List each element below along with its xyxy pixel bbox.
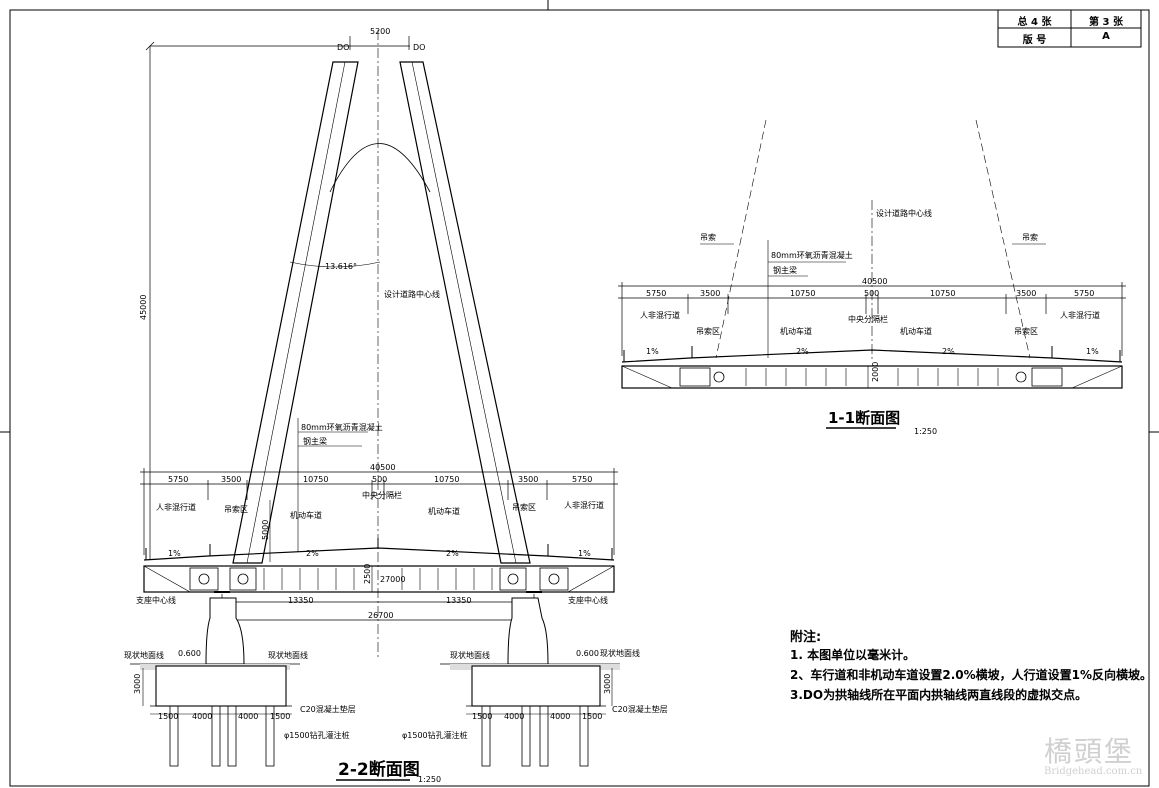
width-11-1: 3500	[700, 289, 720, 298]
title-block	[997, 9, 1142, 48]
girder-label-11: 钢主梁	[773, 265, 797, 275]
pavement-label-11: 80mm环氧沥青混凝土	[771, 250, 853, 260]
width-11-0: 5750	[646, 289, 666, 298]
version-value: A	[1102, 31, 1110, 42]
lane-sidewalk-right-11: 人非混行道	[1060, 310, 1100, 320]
slope-22-right-road: 2%	[446, 549, 459, 558]
slope-11-left-walk: 1%	[646, 347, 659, 356]
sheet-number: 第 3 张	[1089, 17, 1123, 28]
pile-note-left: φ1500钻孔灌注桩	[284, 730, 350, 740]
lane-median-11: 中央分隔栏	[848, 314, 888, 324]
ground-label-right-inner: 现状地面线	[450, 650, 490, 660]
road-centerline-label-22: 设计道路中心线	[384, 289, 440, 299]
ground-label-right-outer: 现状地面线	[600, 648, 640, 658]
total-sheets: 总 4 张	[1017, 17, 1052, 28]
sheet-border	[9, 9, 1150, 787]
girder-label-22: 钢主梁	[303, 436, 327, 446]
width-22-3: 500	[372, 475, 387, 484]
lane-anchor-left-22: 吊索区	[224, 504, 248, 514]
section-22-scale: 1:250	[418, 775, 441, 784]
inner-width-dim: 27000	[380, 575, 405, 584]
width-22-1: 3500	[221, 475, 241, 484]
version-label: 版 号	[1022, 35, 1047, 46]
hanger-label-left: 吊索	[700, 232, 716, 242]
slope-22-right-walk: 1%	[578, 549, 591, 558]
girder-height-11: 2000	[871, 362, 880, 382]
pavement-label-22: 80mm环氧沥青混凝土	[301, 422, 383, 432]
bearing-label-right: 支座中心线	[568, 595, 608, 605]
width-11-4: 10750	[930, 289, 955, 298]
slope-22-left-walk: 1%	[168, 549, 181, 558]
clearance-dim: 5000	[261, 520, 270, 540]
width-22-2: 10750	[303, 475, 328, 484]
width-11-5: 3500	[1016, 289, 1036, 298]
lane-median-22: 中央分隔栏	[362, 490, 402, 500]
slope-22-left-road: 2%	[306, 549, 319, 558]
width-22-5: 3500	[518, 475, 538, 484]
do-label-right: DO	[413, 43, 425, 52]
width-11-3: 500	[864, 289, 879, 298]
cap-height-right: 3000	[603, 674, 612, 694]
pile-spacing-l-1: 4000	[192, 712, 212, 721]
top-spacing-dim: 5200	[370, 27, 390, 36]
watermark-brand: 橋頭堡	[1044, 735, 1135, 768]
note-item-1: 1. 本图单位以毫米计。	[790, 648, 916, 662]
slope-11-left-road: 2%	[796, 347, 809, 356]
lane-anchor-right-11: 吊索区	[1014, 326, 1038, 336]
do-label-left: DO	[337, 43, 349, 52]
lane-anchor-left-11: 吊索区	[696, 326, 720, 336]
ground-elev-right: 0.600	[576, 649, 599, 658]
pile-spacing-r-2: 4000	[550, 712, 570, 721]
lane-sidewalk-left-11: 人非混行道	[640, 310, 680, 320]
section-1-1	[618, 119, 1126, 429]
lane-anchor-right-22: 吊索区	[512, 502, 536, 512]
cap-height-left: 3000	[133, 674, 142, 694]
angle-label: 13.616°	[325, 262, 357, 271]
pile-note-right: φ1500钻孔灌注桩	[402, 730, 468, 740]
lane-sidewalk-right-22: 人非混行道	[564, 500, 604, 510]
ground-label-left-outer: 现状地面线	[124, 650, 164, 660]
bearing-total: 26700	[368, 611, 393, 620]
width-11-6: 5750	[1074, 289, 1094, 298]
total-width-22: 40500	[370, 463, 395, 472]
ground-elev-left: 0.600	[178, 649, 201, 658]
width-22-4: 10750	[434, 475, 459, 484]
width-22-6: 5750	[572, 475, 592, 484]
bearing-half-right: 13350	[446, 596, 471, 605]
section-2-2	[130, 30, 620, 781]
total-width-11: 40500	[862, 277, 887, 286]
notes-heading: 附注:	[790, 630, 822, 645]
width-11-2: 10750	[790, 289, 815, 298]
lane-motor-left-22: 机动车道	[290, 510, 322, 520]
tower-height-dim: 45000	[139, 295, 148, 320]
lane-motor-right-22: 机动车道	[428, 506, 460, 516]
pile-spacing-r-1: 4000	[504, 712, 524, 721]
note-item-3: 3.DO为拱轴线所在平面内拱轴线两直线段的虚拟交点。	[790, 688, 1088, 702]
section-11-scale: 1:250	[914, 427, 937, 436]
lane-motor-left-11: 机动车道	[780, 326, 812, 336]
road-centerline-label-11: 设计道路中心线	[876, 208, 932, 218]
note-item-2: 2、车行道和非机动车道设置2.0%横坡，人行道设置1%反向横坡。	[790, 668, 1153, 682]
lane-motor-right-11: 机动车道	[900, 326, 932, 336]
section-22-title: 2-2断面图	[338, 759, 420, 780]
section-11-title: 1-1断面图	[828, 409, 900, 427]
pile-spacing-l-0: 1500	[158, 712, 178, 721]
slope-11-right-walk: 1%	[1086, 347, 1099, 356]
ground-label-left-inner: 现状地面线	[268, 650, 308, 660]
pile-spacing-l-3: 1500	[270, 712, 290, 721]
pile-spacing-r-0: 1500	[472, 712, 492, 721]
bearing-label-left: 支座中心线	[136, 595, 176, 605]
pile-spacing-r-3: 1500	[582, 712, 602, 721]
cushion-label-right: C20混凝土垫层	[612, 704, 668, 714]
girder-height-22: 2500	[363, 564, 372, 584]
lane-sidewalk-left-22: 人非混行道	[156, 502, 196, 512]
bearing-half-left: 13350	[288, 596, 313, 605]
cushion-label-left: C20混凝土垫层	[300, 704, 356, 714]
width-22-0: 5750	[168, 475, 188, 484]
slope-11-right-road: 2%	[942, 347, 955, 356]
hanger-label-right: 吊索	[1022, 232, 1038, 242]
watermark-url: Bridgehead.com.cn	[1044, 766, 1143, 777]
pile-spacing-l-2: 4000	[238, 712, 258, 721]
